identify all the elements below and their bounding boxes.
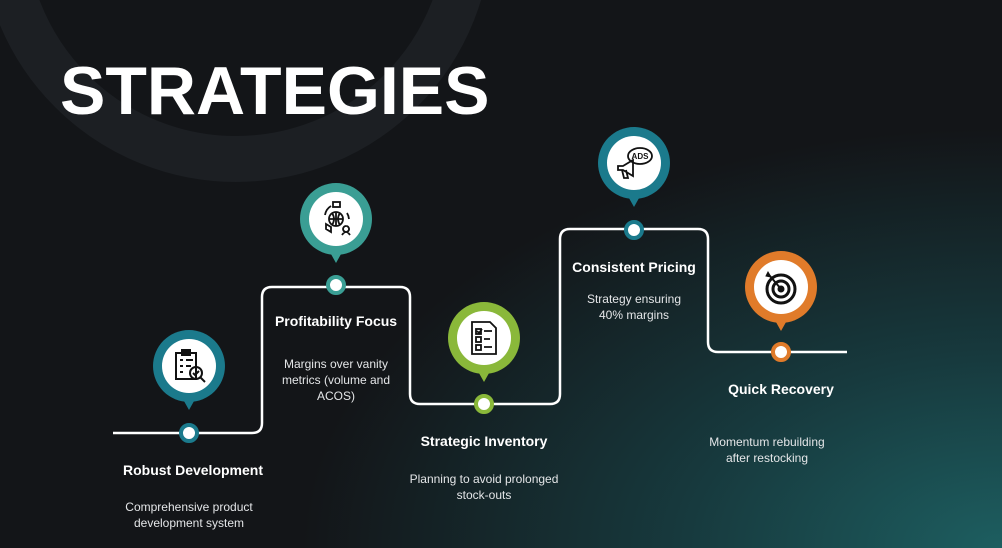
megaphone-ads-icon: ADS [617, 147, 653, 179]
pin-strategic-inventory [448, 302, 520, 382]
svg-text:ADS: ADS [632, 152, 650, 161]
target-icon [765, 270, 797, 305]
node-robust-development [179, 423, 199, 443]
pin-robust-development [153, 330, 225, 410]
step-description: Strategy ensuring 40% margins [586, 292, 682, 322]
step-title: Strategic Inventory [420, 433, 548, 449]
pin-quick-recovery [745, 251, 817, 331]
step-description: Momentum rebuilding after restocking [709, 435, 825, 465]
step-title: Profitability Focus [274, 313, 398, 329]
step-title: Quick Recovery [728, 381, 834, 397]
step-title: Consistent Pricing [572, 259, 696, 275]
clipboard-checklist-magnifier-icon [175, 349, 206, 383]
pin-consistent-pricing: ADS [598, 127, 670, 207]
node-strategic-inventory [474, 394, 494, 414]
pin-profitability-focus [300, 183, 372, 263]
node-quick-recovery [771, 342, 791, 362]
globe-logistics-icon [324, 201, 351, 236]
node-profitability-focus [326, 275, 346, 295]
node-consistent-pricing [624, 220, 644, 240]
step-description: Comprehensive product development system [125, 500, 253, 530]
checklist-document-icon [471, 321, 497, 355]
step-description: Margins over vanity metrics (volume and … [281, 357, 391, 403]
step-title: Robust Development [122, 462, 263, 478]
page-title: STRATEGIES [60, 53, 490, 129]
step-description: Planning to avoid prolonged stock-outs [409, 472, 559, 502]
